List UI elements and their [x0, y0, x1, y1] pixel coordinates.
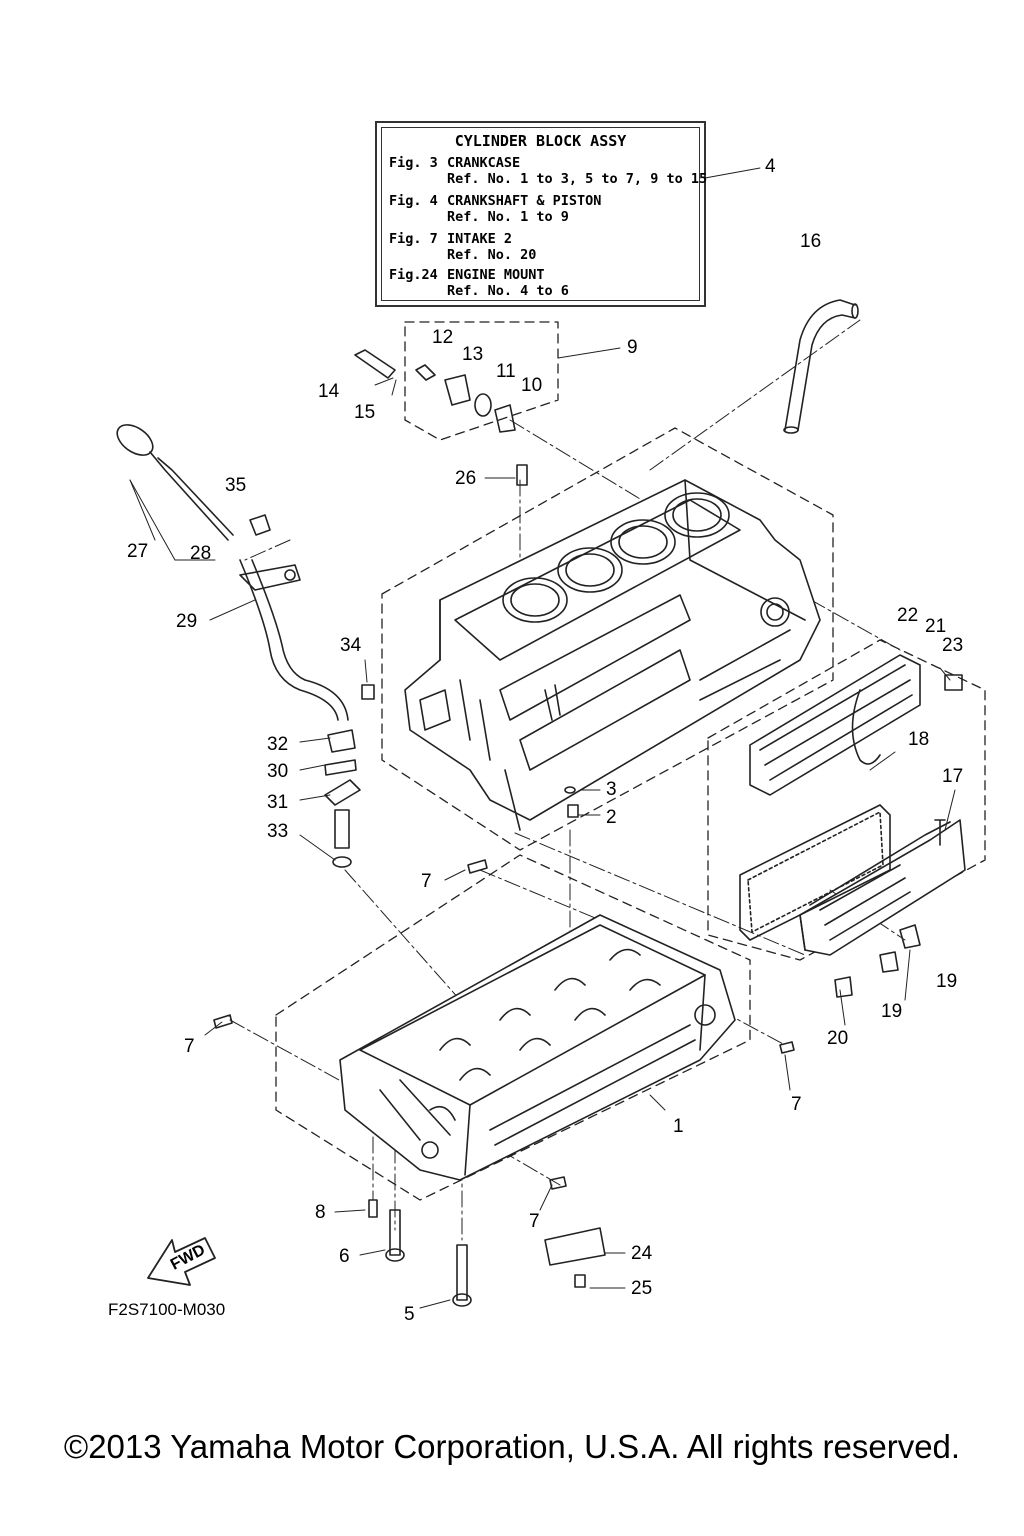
callout-27: 27 — [127, 541, 149, 562]
callout-4: 4 — [765, 156, 776, 177]
fwd-arrow-icon — [147, 1237, 216, 1286]
breather-dashed-outline — [404, 321, 559, 441]
callout-31: 31 — [267, 792, 289, 813]
reference-box-inner-border — [381, 127, 700, 301]
hose — [783, 299, 859, 434]
callout-7-top: 7 — [421, 871, 432, 892]
callout-5: 5 — [404, 1304, 415, 1325]
fasteners — [213, 349, 963, 1307]
callout-35: 35 — [225, 475, 247, 496]
callout-21: 21 — [925, 616, 947, 637]
callout-1: 1 — [673, 1116, 684, 1137]
callout-19-right: 19 — [936, 971, 958, 992]
callout-8: 8 — [315, 1202, 326, 1223]
copyright-notice: ©2013 Yamaha Motor Corporation, U.S.A. A… — [63, 1428, 961, 1465]
callout-leaders — [129, 167, 956, 1309]
callout-9: 9 — [627, 337, 638, 358]
intake-manifold — [749, 654, 921, 796]
crankcase-dashed-outline — [275, 854, 751, 1201]
callout-13: 13 — [462, 344, 484, 365]
guide-tube — [239, 559, 349, 721]
crankcase — [339, 914, 736, 1181]
callout-20: 20 — [827, 1028, 849, 1049]
callout-33: 33 — [267, 821, 289, 842]
callout-12: 12 — [432, 327, 454, 348]
callout-25: 25 — [631, 1278, 653, 1299]
callout-3: 3 — [606, 779, 617, 800]
callout-17: 17 — [942, 766, 964, 787]
oil-pan-dashed-outline — [707, 639, 986, 961]
callout-16: 16 — [800, 231, 822, 252]
callout-30: 30 — [267, 761, 289, 782]
callout-7-right: 7 — [791, 1094, 802, 1115]
callout-6: 6 — [339, 1246, 350, 1267]
callout-7-left: 7 — [184, 1036, 195, 1057]
diagram-code: F2S7100-M030 — [108, 1300, 226, 1319]
reference-box-title: CYLINDER BLOCK ASSY — [454, 132, 627, 150]
callout-24: 24 — [631, 1243, 653, 1264]
gasket — [739, 804, 891, 941]
cylinder-block-dashed-outline — [381, 427, 834, 851]
callout-28: 28 — [190, 543, 212, 564]
callout-34: 34 — [340, 635, 362, 656]
callout-2: 2 — [606, 807, 617, 828]
callout-11: 11 — [496, 361, 516, 382]
callout-15: 15 — [354, 402, 376, 423]
callout-10: 10 — [521, 375, 543, 396]
callout-18: 18 — [908, 729, 930, 750]
callout-29: 29 — [176, 611, 198, 632]
callout-19-left: 19 — [881, 1001, 903, 1022]
dipstick — [116, 424, 234, 541]
callout-32: 32 — [267, 734, 289, 755]
callout-14: 14 — [318, 381, 340, 402]
cylinder-block — [404, 479, 821, 831]
callout-22: 22 — [897, 605, 919, 626]
callout-7-bottom: 7 — [529, 1211, 540, 1232]
callout-23: 23 — [942, 635, 964, 656]
callout-26: 26 — [455, 468, 477, 489]
